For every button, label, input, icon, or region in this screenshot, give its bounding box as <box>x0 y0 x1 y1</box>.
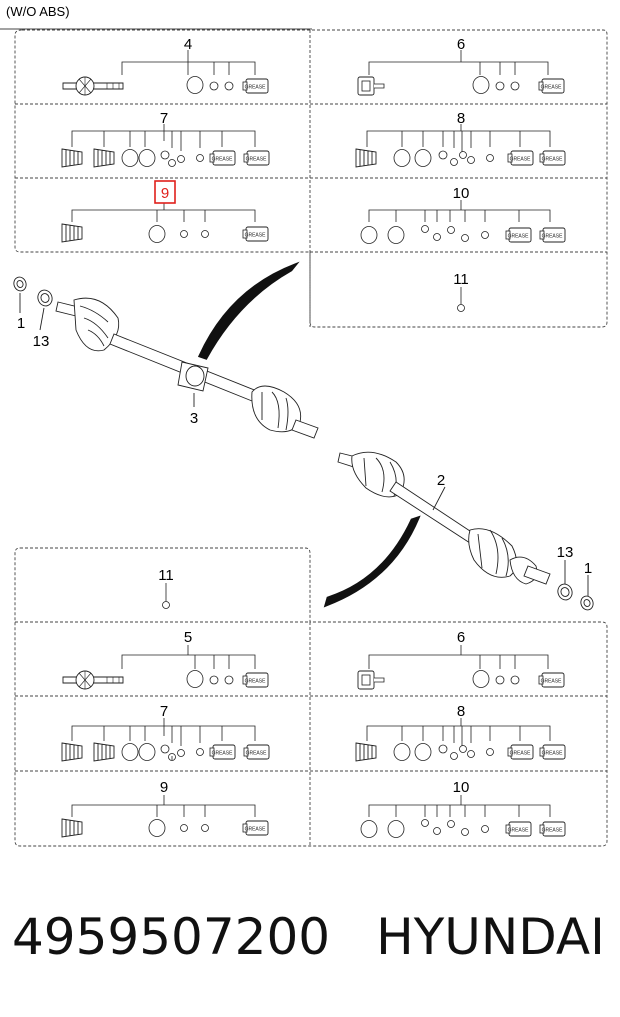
callout-8: 8 <box>457 703 465 720</box>
callout-6: 6 <box>457 36 465 53</box>
callout-7: 7 <box>160 703 168 720</box>
grease-pack-icon <box>538 672 565 688</box>
brand-name: HYUNDAI <box>376 908 605 966</box>
grease-pack-icon <box>242 226 269 242</box>
callout-11: 11 <box>453 271 469 288</box>
callout-3: 3 <box>190 410 198 427</box>
callout-1: 1 <box>584 560 592 577</box>
grease-pack-icon <box>539 227 566 243</box>
callout-2: 2 <box>437 472 445 489</box>
boot-icon <box>61 148 83 168</box>
part-footer: 4959507200 HYUNDAI <box>12 908 612 966</box>
grease-pack-icon <box>539 744 566 760</box>
part-number: 4959507200 <box>12 908 331 966</box>
top-kit-frame <box>14 29 608 328</box>
left-driveshaft-assembly <box>13 276 319 439</box>
connector-arc-icon <box>197 261 300 360</box>
grease-pack-icon <box>243 150 270 166</box>
diagram-title: (W/O ABS) <box>6 4 70 19</box>
callout-10: 10 <box>453 779 470 796</box>
boot-icon <box>93 148 115 168</box>
callout-13: 13 <box>557 544 574 561</box>
grease-pack-icon <box>539 821 566 837</box>
grease-pack-icon <box>242 78 269 94</box>
callout-4: 4 <box>184 36 192 53</box>
callout-13: 13 <box>33 333 50 350</box>
grease-pack-icon <box>242 672 269 688</box>
right-driveshaft-assembly <box>337 451 594 611</box>
grease-pack-icon <box>507 744 534 760</box>
connector-arc-icon <box>323 515 421 608</box>
grease-pack-icon <box>538 78 565 94</box>
callout-11: 11 <box>158 567 174 584</box>
joint-housing-icon <box>357 76 385 96</box>
grease-pack-icon <box>505 821 532 837</box>
ring-part-icon <box>186 76 204 94</box>
callout-5: 5 <box>184 629 192 646</box>
grease-pack-icon <box>242 820 269 836</box>
grease-pack-icon <box>539 150 566 166</box>
grease-pack-icon <box>243 744 270 760</box>
grease-pack-icon <box>507 150 534 166</box>
callout-9: 9 <box>160 779 168 796</box>
grease-pack-icon <box>209 744 236 760</box>
bottom-kit-frame <box>14 547 608 847</box>
shaft-part-icon <box>62 76 124 96</box>
callout-8: 8 <box>457 110 465 127</box>
grease-pack-icon <box>505 227 532 243</box>
callout-1: 1 <box>17 315 25 332</box>
callout-10: 10 <box>453 185 470 202</box>
callout-6: 6 <box>457 629 465 646</box>
grease-pack-icon <box>209 150 236 166</box>
callout-7: 7 <box>160 110 168 127</box>
callout-9-highlighted: 9 <box>161 185 169 202</box>
highlight-box <box>154 180 176 204</box>
